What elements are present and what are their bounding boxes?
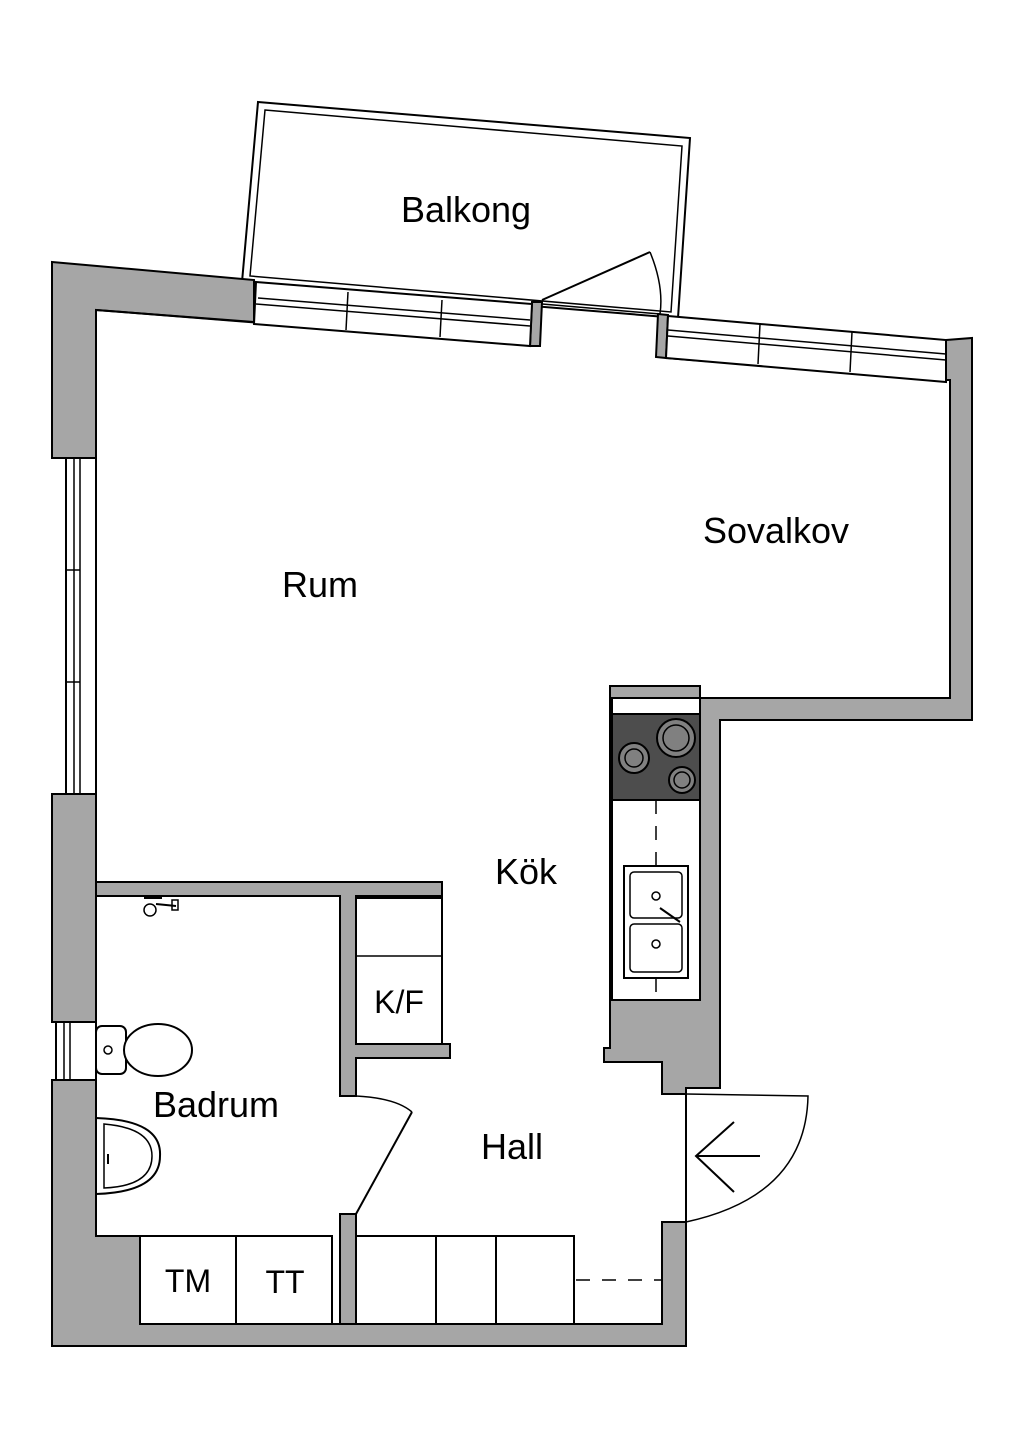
arrow-left-icon <box>694 1121 760 1193</box>
window-left <box>65 457 97 795</box>
window-top-right <box>664 314 947 384</box>
window-top-left <box>252 280 534 348</box>
stove-burners <box>618 718 696 794</box>
balcony-door[interactable] <box>541 251 662 315</box>
shower-head <box>143 897 179 917</box>
toilet <box>95 1023 193 1077</box>
kitchen-counter <box>611 697 701 1001</box>
window-bathroom <box>55 1021 97 1081</box>
fixture-label-fridge-freezer: K/F <box>374 984 424 1020</box>
washbasin <box>95 1116 162 1196</box>
fridge-freezer <box>355 897 443 1045</box>
room-label-kitchen: Kök <box>495 851 558 892</box>
hall-wardrobes <box>355 1235 662 1325</box>
room-label-living-room: Rum <box>282 564 358 605</box>
laundry-units <box>139 1235 333 1325</box>
outer-walls <box>51 260 973 1347</box>
room-label-balcony: Balkong <box>401 189 531 230</box>
entrance-door[interactable] <box>685 1093 809 1223</box>
room-label-sleeping-alcove: Sovalkov <box>703 510 849 551</box>
room-label-hall: Hall <box>481 1126 543 1167</box>
fixture-label-washing-machine: TM <box>165 1263 211 1299</box>
bathroom-door[interactable] <box>355 1095 413 1215</box>
kitchen-sink <box>623 865 689 979</box>
room-label-bathroom: Badrum <box>153 1084 279 1125</box>
interior-walls <box>95 881 451 1325</box>
fixture-label-tumble-dryer: TT <box>265 1264 304 1300</box>
